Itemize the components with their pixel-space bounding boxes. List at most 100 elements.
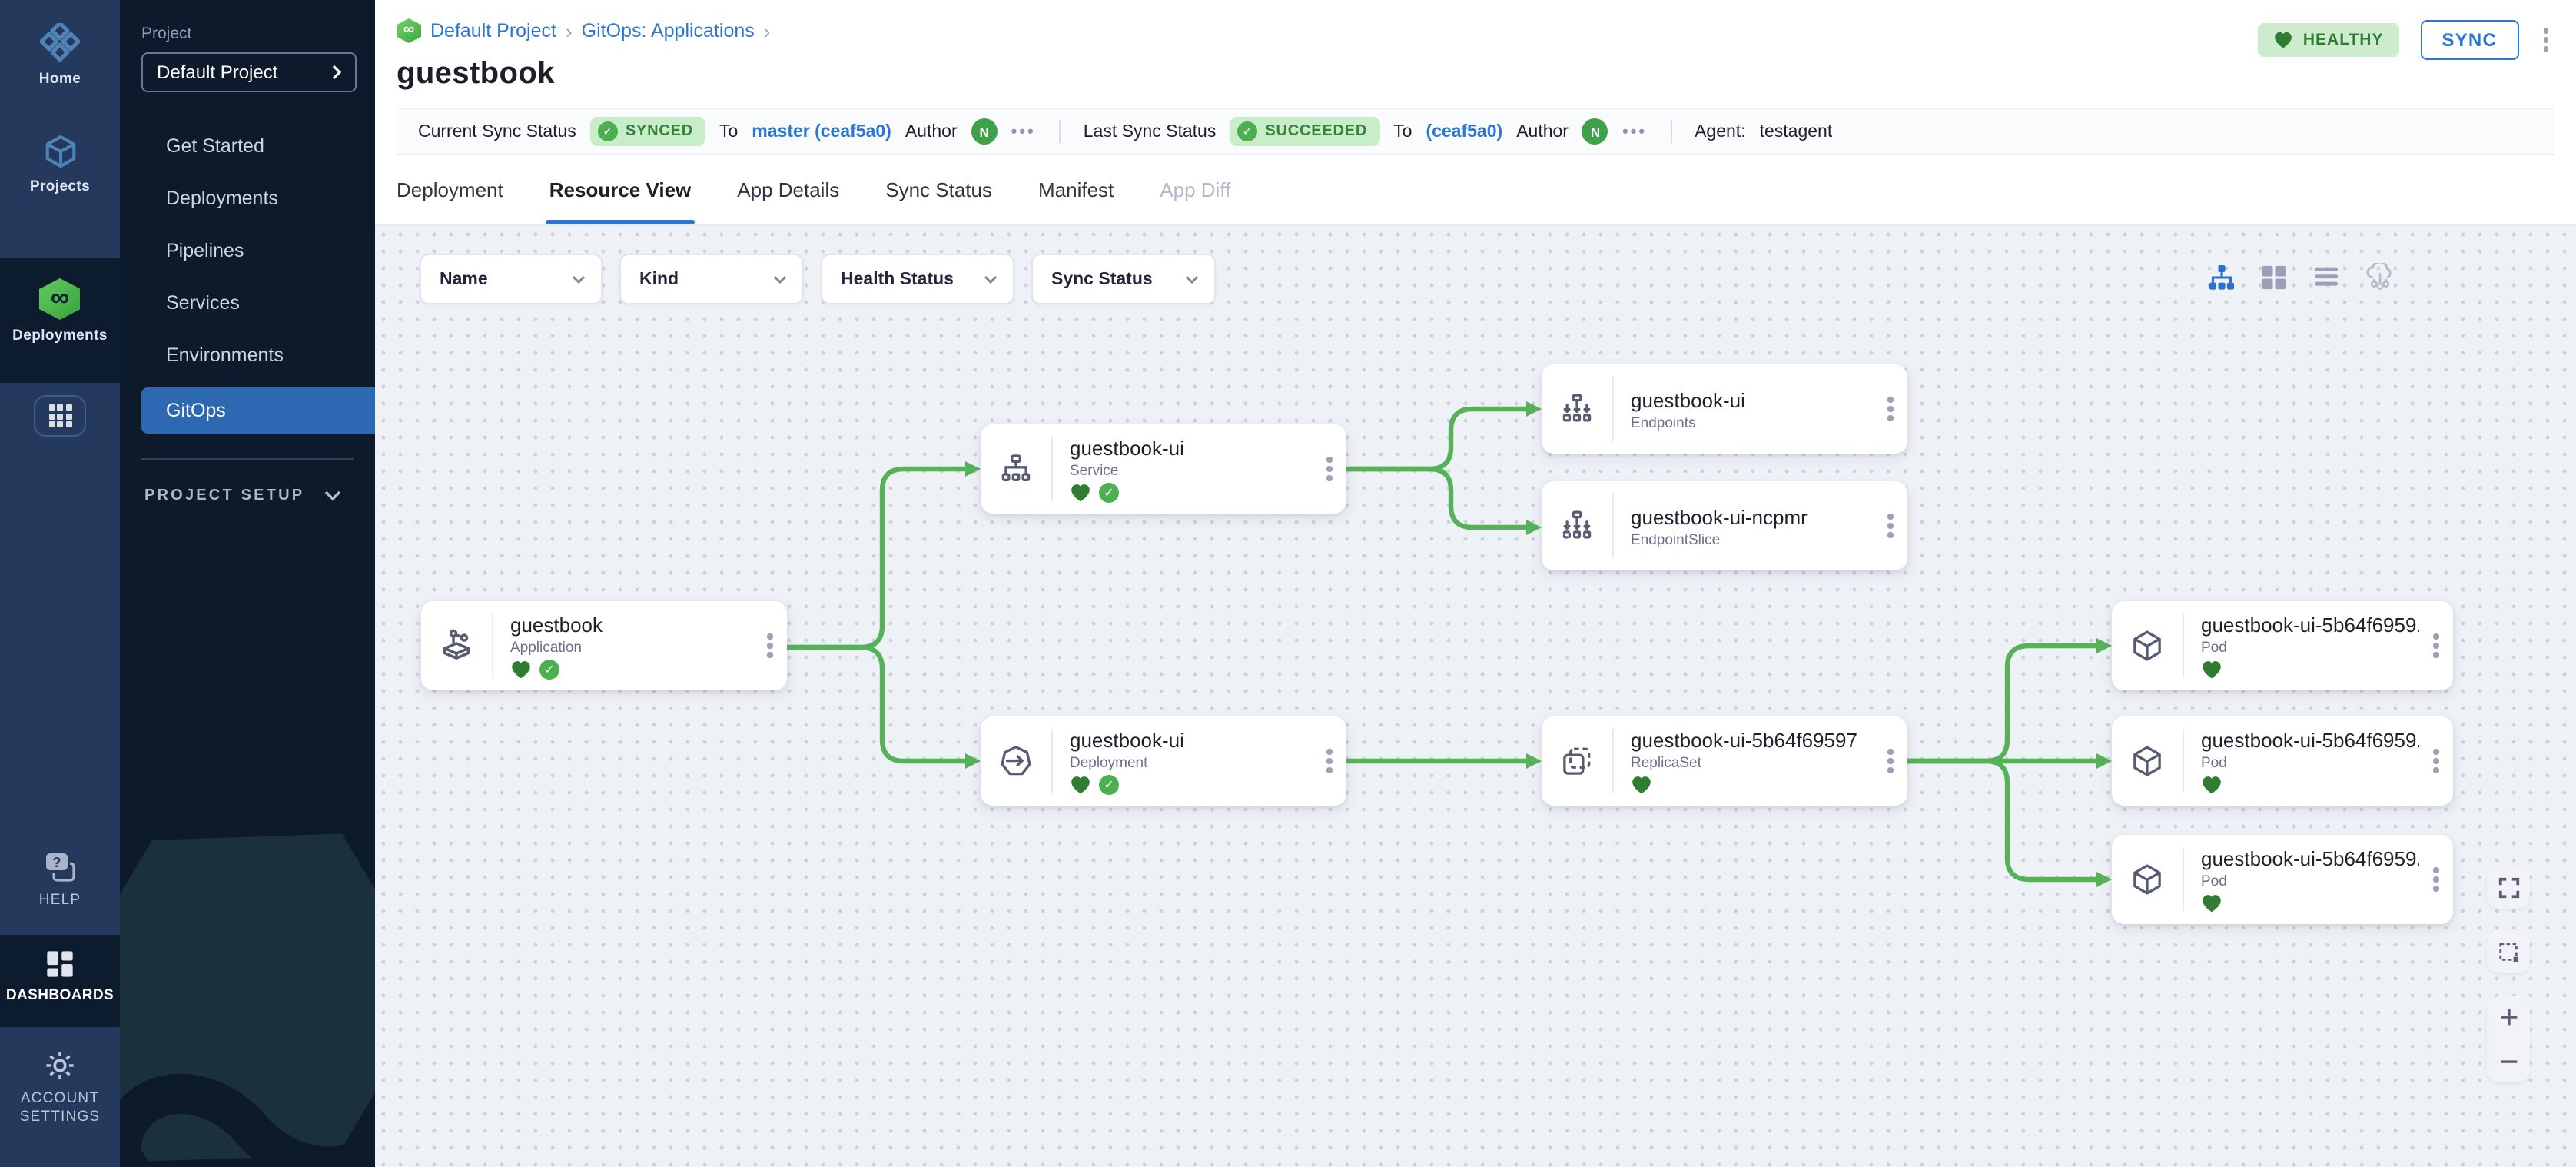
node-kebab-icon[interactable] <box>1313 716 1346 806</box>
author-avatar[interactable]: N <box>971 118 998 145</box>
tab-resource-view[interactable]: Resource View <box>546 155 695 224</box>
node-kind: EndpointSlice <box>1631 531 1721 548</box>
tab-deployment[interactable]: Deployment <box>397 178 503 201</box>
module-picker-button[interactable] <box>34 395 86 437</box>
rail-item-help[interactable]: ? HELP <box>39 850 81 910</box>
node-pod-1[interactable]: guestbook-ui-5b64f6959... Pod <box>2112 601 2453 690</box>
node-endpointslice-guestbook-ui-ncpmr[interactable]: guestbook-ui-ncpmr EndpointSlice <box>1542 481 1907 570</box>
fullscreen-button[interactable] <box>2487 866 2530 909</box>
sidebar-item-environments[interactable]: Environments <box>166 344 284 366</box>
sidebar-item-gitops[interactable]: GitOps <box>141 387 375 434</box>
sidebar-item-deployments[interactable]: Deployments <box>166 188 278 209</box>
project-selector-value: Default Project <box>157 62 278 83</box>
sync-status-filter-dropdown[interactable]: Sync Status <box>1031 254 1216 304</box>
network-view-icon[interactable] <box>2365 263 2395 291</box>
tab-app-details[interactable]: App Details <box>737 178 840 201</box>
sync-status-bar: Current Sync Status ✓ SYNCED To master (… <box>397 108 2554 155</box>
project-selector[interactable]: Default Project <box>141 52 357 92</box>
sidebar-item-services[interactable]: Services <box>166 292 240 314</box>
tab-manifest[interactable]: Manifest <box>1038 178 1114 201</box>
node-kebab-icon[interactable] <box>1874 364 1907 454</box>
sidebar-item-get-started[interactable]: Get Started <box>166 135 264 157</box>
node-kebab-icon[interactable] <box>2419 601 2453 690</box>
node-kebab-icon[interactable] <box>1313 424 1346 514</box>
node-kebab-icon[interactable] <box>1874 481 1907 570</box>
rail-item-projects[interactable]: Projects <box>30 132 90 197</box>
page-title: guestbook <box>397 57 555 91</box>
node-endpoints-guestbook-ui[interactable]: guestbook-ui Endpoints <box>1542 364 1907 454</box>
rail-item-home[interactable]: Home <box>39 23 81 89</box>
resource-tree-canvas[interactable]: Name Kind Health Status Sync Status <box>375 224 2576 1167</box>
page-header: ∞ Default Project › GitOps: Applications… <box>375 0 2576 155</box>
fullscreen-button-wrap <box>2487 866 2530 909</box>
deployments-module-icon: ∞ <box>38 278 81 320</box>
breadcrumb-project-link[interactable]: Default Project <box>430 20 556 42</box>
project-setup-toggle[interactable]: PROJECT SETUP <box>144 487 341 504</box>
replicaset-icon <box>1542 716 1612 806</box>
commit-details-dots[interactable]: ••• <box>1622 122 1648 141</box>
last-revision-link[interactable]: (ceaf5a0) <box>1426 122 1503 141</box>
breadcrumb-separator: › <box>565 19 573 42</box>
node-kind: Pod <box>2201 873 2227 889</box>
node-kebab-icon[interactable] <box>2419 835 2453 924</box>
node-kind: Pod <box>2201 754 2227 771</box>
deployment-icon <box>981 716 1051 806</box>
breadcrumb-section-link[interactable]: GitOps: Applications <box>581 20 755 42</box>
zoom-out-icon[interactable] <box>2497 1050 2520 1073</box>
health-status-filter-dropdown[interactable]: Health Status <box>821 254 1014 304</box>
commit-details-dots[interactable]: ••• <box>1011 122 1036 141</box>
to-label: To <box>719 122 739 141</box>
healthy-heart-icon <box>1071 776 1090 794</box>
node-name: guestbook-ui-5b64f69597 <box>1631 728 1857 751</box>
healthy-heart-icon <box>2203 776 2221 794</box>
health-status-badge: HEALTHY <box>2258 23 2399 57</box>
tab-sync-status[interactable]: Sync Status <box>885 178 992 201</box>
node-kebab-icon[interactable] <box>1874 716 1907 806</box>
project-sidebar: Project Default Project Get Started Depl… <box>120 0 375 1167</box>
home-icon <box>39 23 80 62</box>
zoom-in-icon[interactable] <box>2497 1006 2520 1029</box>
node-kebab-icon[interactable] <box>753 601 787 690</box>
endpointslice-icon <box>1542 481 1612 570</box>
health-badge-label: HEALTHY <box>2302 31 2384 49</box>
breadcrumb: ∞ Default Project › GitOps: Applications… <box>397 18 2554 43</box>
gitops-watermark <box>120 833 375 1167</box>
grid-view-icon[interactable] <box>2261 264 2287 290</box>
marquee-select-button[interactable] <box>2487 930 2530 973</box>
node-kind: Application <box>510 639 582 656</box>
module-rail: Home Projects ∞ Deployments <box>0 0 120 1167</box>
node-name: guestbook-ui-5b64f6959... <box>2201 613 2419 636</box>
chevron-down-icon <box>324 490 341 501</box>
rail-item-deployments[interactable]: ∞ Deployments <box>12 278 108 346</box>
rail-item-dashboards[interactable]: DASHBOARDS <box>6 949 114 1006</box>
node-name: guestbook <box>510 613 603 636</box>
node-kind: Deployment <box>1070 754 1148 771</box>
sidebar-item-pipelines[interactable]: Pipelines <box>166 240 244 261</box>
node-pod-2[interactable]: guestbook-ui-5b64f6959... Pod <box>2112 716 2453 806</box>
healthy-heart-icon <box>512 661 530 679</box>
kind-filter-dropdown[interactable]: Kind <box>619 254 804 304</box>
node-replicaset-guestbook-ui-5b64f69597[interactable]: guestbook-ui-5b64f69597 ReplicaSet <box>1542 716 1907 806</box>
chevron-down-icon <box>1186 275 1198 283</box>
node-pod-3[interactable]: guestbook-ui-5b64f6959... Pod <box>2112 835 2453 924</box>
synced-check-icon: ✓ <box>539 660 559 680</box>
list-view-icon[interactable] <box>2313 264 2339 290</box>
endpoints-icon <box>1542 364 1612 454</box>
check-circle-icon: ✓ <box>597 121 618 141</box>
current-revision-link[interactable]: master (ceaf5a0) <box>752 122 891 141</box>
sync-button[interactable]: SYNC <box>2420 20 2518 60</box>
app-menu-kebab-icon[interactable] <box>2540 25 2551 55</box>
tree-view-icon[interactable] <box>2209 264 2235 290</box>
to-label: To <box>1393 122 1412 141</box>
dashboards-icon <box>47 951 73 977</box>
resource-tree-edges <box>784 401 2112 887</box>
node-deployment-guestbook-ui[interactable]: guestbook-ui Deployment ✓ <box>981 716 1346 806</box>
name-filter-dropdown[interactable]: Name <box>420 254 603 304</box>
node-kebab-icon[interactable] <box>2419 716 2453 806</box>
author-avatar[interactable]: N <box>1582 118 1608 145</box>
node-application-guestbook[interactable]: guestbook Application ✓ <box>421 601 787 690</box>
chevron-down-icon <box>774 275 786 283</box>
node-service-guestbook-ui[interactable]: guestbook-ui Service ✓ <box>981 424 1346 514</box>
